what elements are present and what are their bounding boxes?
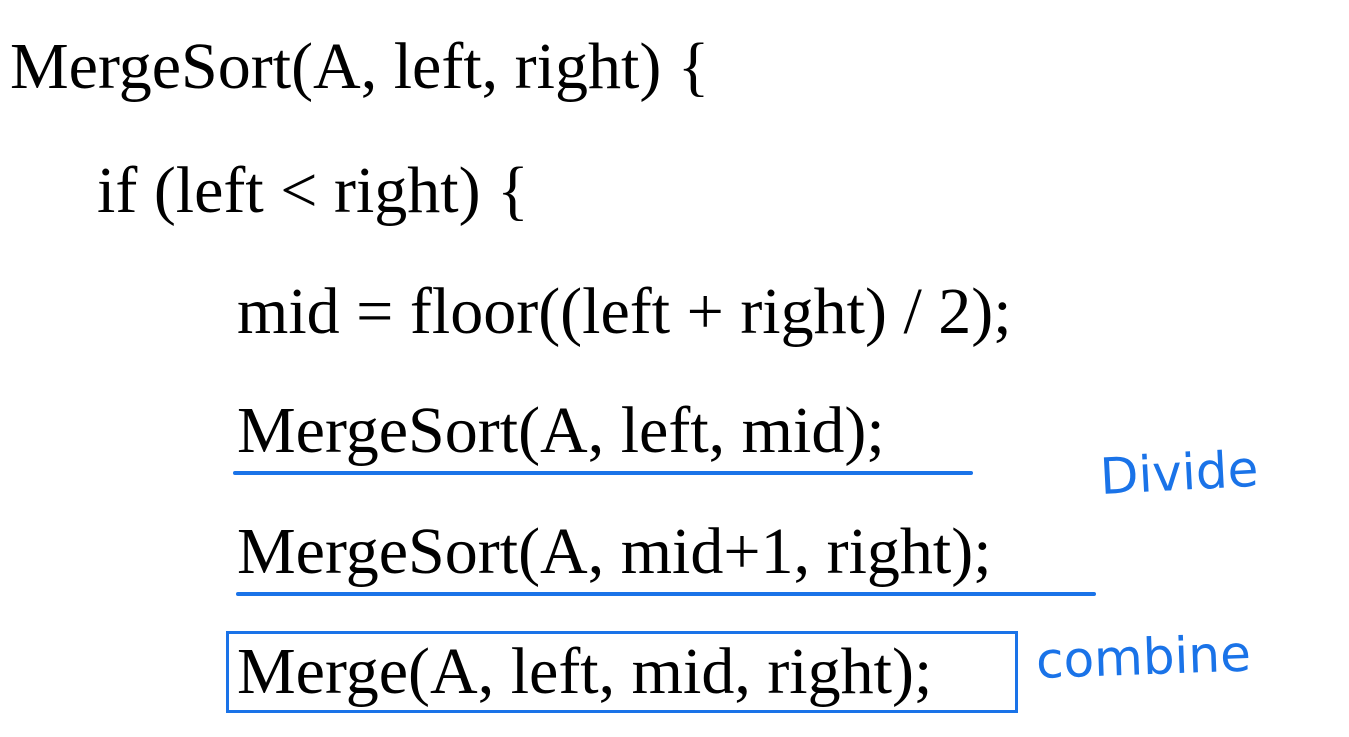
code-line-if-condition: if (left < right) { bbox=[97, 154, 529, 227]
code-line-mid-assignment: mid = floor((left + right) / 2); bbox=[237, 275, 1012, 348]
annotation-combine: combine bbox=[1034, 624, 1252, 690]
merge-call-box bbox=[226, 631, 1018, 713]
code-line-merge-call: Merge(A, left, mid, right); bbox=[237, 635, 933, 708]
underline-recursive-right bbox=[236, 592, 1096, 596]
underline-recursive-left bbox=[233, 471, 973, 475]
code-line-recursive-left: MergeSort(A, left, mid); bbox=[237, 394, 885, 467]
code-line-recursive-right: MergeSort(A, mid+1, right); bbox=[237, 515, 992, 588]
annotation-divide: Divide bbox=[1098, 439, 1260, 506]
code-line-mergesort-header: MergeSort(A, left, right) { bbox=[10, 30, 710, 103]
